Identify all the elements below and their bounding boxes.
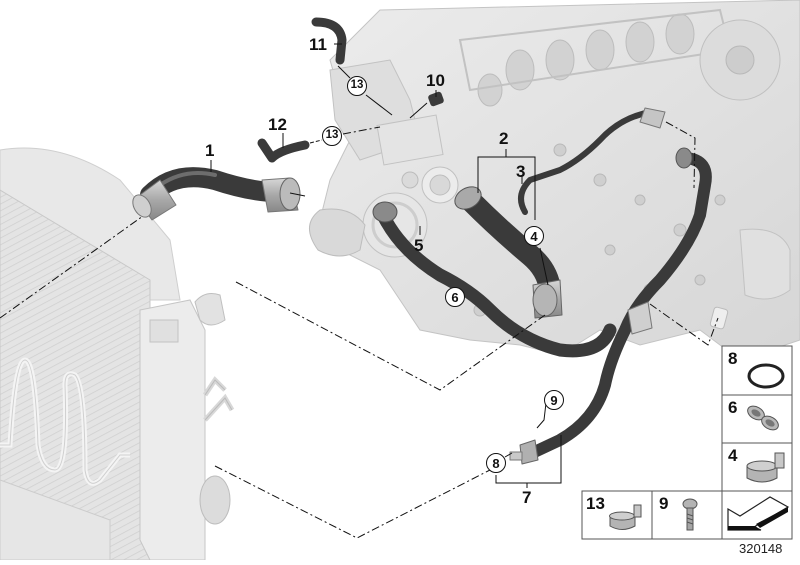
- callout-2: 2: [499, 129, 509, 148]
- small-clamp-icon: [609, 504, 642, 530]
- hose-5-coupling: [372, 201, 398, 223]
- hose-1-coupling-right: [261, 177, 301, 213]
- callout-10: 10: [426, 71, 445, 90]
- parts-legend: [581, 345, 793, 540]
- callout-3: 3: [516, 162, 526, 181]
- o-ring-icon: [747, 363, 785, 389]
- callout-11: 11: [309, 35, 327, 54]
- callout-8: 8: [486, 453, 506, 473]
- callout-13-lower: 13: [322, 126, 342, 146]
- callout-7: 7: [522, 488, 532, 507]
- connection-lines: [0, 43, 719, 539]
- callout-5: 5: [414, 236, 424, 255]
- callout-1: 1: [205, 141, 215, 160]
- callout-6: 6: [445, 287, 465, 307]
- double-clip-icon: [747, 405, 779, 431]
- hose-2-coupling-top: [454, 186, 482, 210]
- legend-label-13: 13: [586, 494, 605, 513]
- callout-13-upper: 13: [347, 76, 367, 96]
- radiator: [0, 147, 235, 561]
- hose-2-coupling-bottom: [532, 279, 563, 319]
- legend-label-4: 4: [728, 446, 738, 465]
- screw-icon: [682, 498, 698, 531]
- direction-arrow-icon: [727, 496, 790, 531]
- legend-label-6: 6: [728, 398, 738, 417]
- callout-9: 9: [544, 390, 564, 410]
- callout-12: 12: [268, 115, 287, 134]
- hose-1-coupling-left: [132, 179, 177, 221]
- callout-4: 4: [524, 226, 544, 246]
- legend-label-9: 9: [659, 494, 669, 513]
- hose-clamp-icon: [746, 452, 785, 483]
- legend-label-8: 8: [728, 349, 738, 368]
- document-number: 320148: [739, 541, 783, 556]
